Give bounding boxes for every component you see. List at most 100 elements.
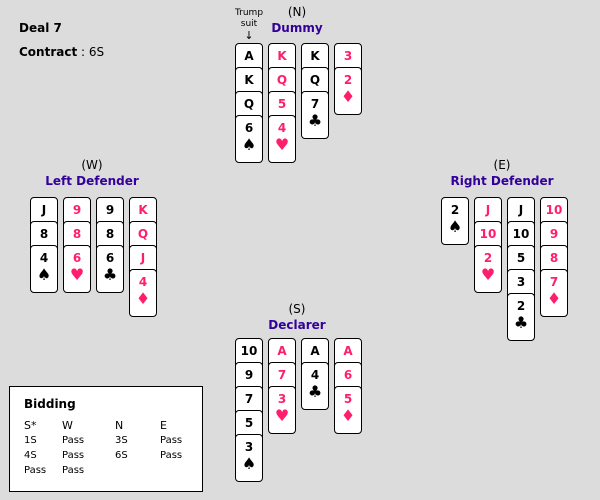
card-rank: 7 xyxy=(277,368,287,382)
bid-cell: 4S xyxy=(24,450,37,461)
card-rank: 10 xyxy=(545,203,563,217)
trump-note: Trump suit↓ xyxy=(229,8,269,43)
card-4-diamond[interactable]: 4♦ xyxy=(129,269,157,317)
card-rank: 6 xyxy=(343,368,353,382)
west-direction: (W) xyxy=(81,158,103,172)
card-6-heart[interactable]: 6♥ xyxy=(63,245,91,293)
card-rank: J xyxy=(140,251,146,265)
card-4-heart[interactable]: 4♥ xyxy=(268,115,296,163)
card-2-heart[interactable]: 2♥ xyxy=(474,245,502,293)
card-rank: K xyxy=(138,203,148,217)
card-rank: 2 xyxy=(516,299,526,313)
card-6-spade[interactable]: 6♠ xyxy=(235,115,263,163)
card-rank: 5 xyxy=(516,251,526,265)
card-rank: 10 xyxy=(479,227,497,241)
card-rank: 3 xyxy=(277,392,287,406)
card-rank: K xyxy=(244,73,254,87)
card-7-club[interactable]: 7♣ xyxy=(301,91,329,139)
bid-cell: Pass xyxy=(160,450,183,461)
card-7-diamond[interactable]: 7♦ xyxy=(540,269,568,317)
card-rank: 4 xyxy=(138,275,148,289)
card-rank: A xyxy=(343,344,353,358)
heart-icon: ♥ xyxy=(274,135,290,154)
card-rank: Q xyxy=(137,227,149,241)
card-rank: J xyxy=(485,203,491,217)
east-title: Right Defender xyxy=(450,174,554,188)
north-title: Dummy xyxy=(271,21,323,35)
card-rank: 9 xyxy=(72,203,82,217)
heart-icon: ♥ xyxy=(274,406,290,425)
club-icon: ♣ xyxy=(307,111,323,130)
card-rank: Q xyxy=(309,73,321,87)
card-rank: 6 xyxy=(244,121,254,135)
club-icon: ♣ xyxy=(513,313,529,332)
card-rank: 3 xyxy=(244,440,254,454)
bid-cell: Pass xyxy=(62,465,85,476)
card-rank: J xyxy=(518,203,524,217)
card-rank: 2 xyxy=(343,73,353,87)
club-icon: ♣ xyxy=(307,382,323,401)
spade-icon: ♠ xyxy=(36,265,52,284)
card-rank: K xyxy=(310,49,320,63)
heart-icon: ♥ xyxy=(69,265,85,284)
card-rank: 8 xyxy=(72,227,82,241)
card-4-club[interactable]: 4♣ xyxy=(301,362,329,410)
card-rank: 6 xyxy=(105,251,115,265)
card-rank: 8 xyxy=(39,227,49,241)
bidding-header: S* xyxy=(24,419,37,432)
card-rank: 4 xyxy=(277,121,287,135)
trump-note-text: Trump suit xyxy=(234,8,264,29)
card-rank: J xyxy=(41,203,47,217)
card-rank: A xyxy=(277,344,287,358)
card-rank: 9 xyxy=(549,227,559,241)
card-rank: 4 xyxy=(39,251,49,265)
spade-icon: ♠ xyxy=(241,454,257,473)
card-rank: 4 xyxy=(310,368,320,382)
card-rank: Q xyxy=(243,97,255,111)
card-rank: 5 xyxy=(277,97,287,111)
bid-cell: Pass xyxy=(24,465,47,476)
card-rank: 7 xyxy=(310,97,320,111)
card-rank: 10 xyxy=(240,344,258,358)
card-6-club[interactable]: 6♣ xyxy=(96,245,124,293)
bid-cell: 3S xyxy=(115,435,128,446)
bidding-header: N xyxy=(115,419,124,432)
down-arrow-icon: ↓ xyxy=(244,29,254,42)
west-title: Left Defender xyxy=(45,174,139,188)
south-title: Declarer xyxy=(268,318,326,332)
card-5-diamond[interactable]: 5♦ xyxy=(334,386,362,434)
card-rank: 7 xyxy=(244,392,254,406)
card-rank: A xyxy=(244,49,254,63)
card-rank: Q xyxy=(276,73,288,87)
south-direction: (S) xyxy=(288,302,306,316)
club-icon: ♣ xyxy=(102,265,118,284)
card-rank: 3 xyxy=(343,49,353,63)
card-rank: 2 xyxy=(483,251,493,265)
card-2-spade[interactable]: 2♠ xyxy=(441,197,469,245)
bid-cell: Pass xyxy=(62,450,85,461)
spade-icon: ♠ xyxy=(447,217,463,236)
card-3-spade[interactable]: 3♠ xyxy=(235,434,263,482)
bid-cell: 1S xyxy=(24,435,37,446)
diamond-icon: ♦ xyxy=(546,289,562,308)
deal-label: Deal 7 xyxy=(19,21,62,35)
card-rank: 6 xyxy=(72,251,82,265)
card-3-heart[interactable]: 3♥ xyxy=(268,386,296,434)
card-rank: 9 xyxy=(244,368,254,382)
card-rank: 7 xyxy=(549,275,559,289)
card-4-spade[interactable]: 4♠ xyxy=(30,245,58,293)
card-rank: A xyxy=(310,344,320,358)
card-2-diamond[interactable]: 2♦ xyxy=(334,67,362,115)
bidding-header: E xyxy=(160,419,167,432)
card-rank: 5 xyxy=(244,416,254,430)
card-rank: K xyxy=(277,49,287,63)
diamond-icon: ♦ xyxy=(340,406,356,425)
contract-label: Contract xyxy=(19,45,78,59)
card-rank: 9 xyxy=(105,203,115,217)
spade-icon: ♠ xyxy=(241,135,257,154)
card-2-club[interactable]: 2♣ xyxy=(507,293,535,341)
diamond-icon: ♦ xyxy=(340,87,356,106)
bid-cell: Pass xyxy=(160,435,183,446)
bid-cell: 6S xyxy=(115,450,128,461)
